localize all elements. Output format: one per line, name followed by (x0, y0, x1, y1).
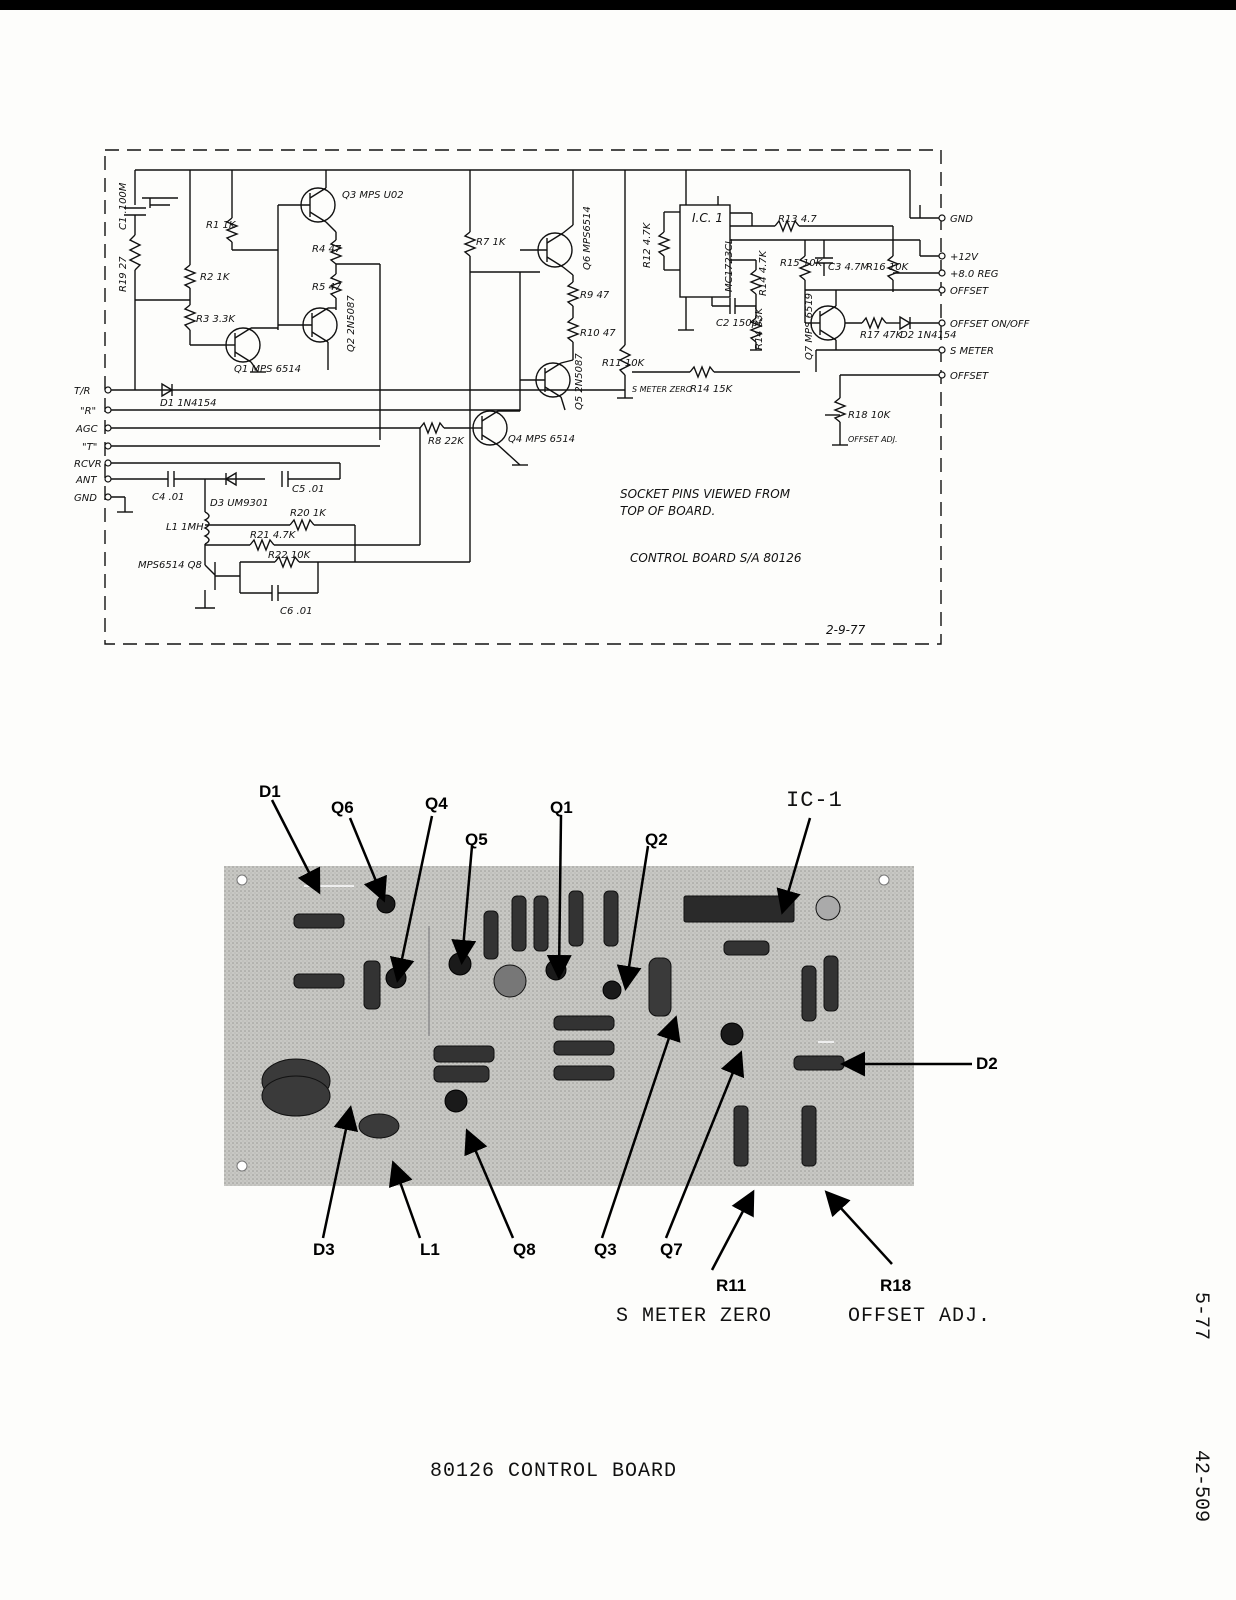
label-r18-note: OFFSET ADJ. (848, 435, 898, 444)
label-d1: D1 1N4154 (160, 398, 217, 409)
photo-q8 (444, 1089, 468, 1113)
callout-ic1: IC-1 (786, 788, 843, 813)
schematic-border (104, 149, 942, 645)
r11-caption: S METER ZERO (616, 1305, 773, 1328)
note-control-board: CONTROL BOARD S/A 80126 (630, 551, 802, 565)
terminal-offset-on-off: OFFSET ON/OFF (950, 319, 1030, 330)
callout-q8: Q8 (513, 1240, 536, 1259)
terminal-12v: +12V (950, 252, 979, 263)
label-r22: R22 10K (268, 550, 312, 561)
page-number: 5-77 (1189, 1292, 1212, 1341)
terminal-ant: ANT (75, 475, 97, 486)
label-q6: Q6 MPS6514 (582, 206, 593, 270)
callout-d1: D1 (259, 782, 281, 801)
callout-d2: D2 (976, 1054, 998, 1073)
terminal-gnd-left: GND (74, 493, 97, 504)
label-ic1-part: MC1723CL (724, 238, 735, 292)
label-c4: C4 .01 (152, 492, 184, 503)
terminal-offset-2: OFFSET (950, 371, 989, 382)
terminal-tr: T/R (74, 386, 90, 397)
callout-q7: Q7 (660, 1240, 683, 1259)
callout-q3: Q3 (594, 1240, 617, 1259)
callout-r18: R18 (880, 1276, 912, 1295)
label-r3: R3 3.3K (196, 314, 236, 325)
label-r17: R17 47K (860, 330, 904, 341)
callout-q2: Q2 (645, 830, 668, 849)
label-r9: R9 47 (580, 290, 610, 301)
terminal-r: "R" (80, 406, 96, 417)
label-r8: R8 22K (428, 436, 465, 447)
terminal-agc: AGC (75, 424, 98, 435)
label-r11: R11 10K (602, 358, 646, 369)
terminal-8v-reg: +8.0 REG (950, 269, 999, 280)
label-c1: C1 .100M (118, 182, 129, 230)
callout-q5: Q5 (465, 830, 488, 849)
note-top-of-board: TOP OF BOARD. (620, 504, 715, 518)
terminal-t: "T" (82, 442, 97, 453)
control-board-photo (224, 866, 914, 1186)
label-d3: D3 UM9301 (210, 498, 269, 509)
label-q1: Q1 MPS 6514 (234, 364, 301, 375)
label-c3: C3 4.7M (828, 262, 869, 273)
label-r14-33k: R14 33K (754, 306, 765, 350)
label-q2: Q2 2N5087 (346, 295, 357, 352)
label-r16: R16 10K (866, 262, 910, 273)
label-ic1: I.C. 1 (692, 211, 723, 225)
callout-l1: L1 (420, 1240, 440, 1259)
label-r19: R19 27 (118, 256, 129, 292)
schematic-date: 2-9-77 (826, 623, 866, 637)
label-r1: R1 1K (206, 220, 237, 231)
note-socket-pins: SOCKET PINS VIEWED FROM (620, 487, 791, 501)
label-r18: R18 10K (848, 410, 892, 421)
figure-caption: 80126 CONTROL BOARD (430, 1460, 678, 1483)
label-c5: C5 .01 (292, 484, 324, 495)
label-r13: R13 4.7 (778, 214, 817, 225)
label-r4: R4 47 (312, 244, 342, 255)
label-q5: Q5 2N5087 (574, 353, 585, 410)
terminal-gnd-right: GND (950, 214, 973, 225)
callout-q1: Q1 (550, 798, 573, 817)
label-r11-note: S METER ZERO (632, 385, 692, 394)
label-r7: R7 1K (476, 237, 507, 248)
callout-q6: Q6 (331, 798, 354, 817)
label-q4: Q4 MPS 6514 (508, 434, 575, 445)
label-r2: R2 1K (200, 272, 231, 283)
scan-top-border (0, 0, 1236, 10)
r18-caption: OFFSET ADJ. (848, 1305, 992, 1328)
label-c2: C2 150pf (716, 318, 763, 329)
label-q8: MPS6514 Q8 (138, 560, 202, 571)
callout-d3: D3 (313, 1240, 335, 1259)
label-r14-47k: R14 4.7K (758, 249, 769, 296)
label-q7: Q7 MPS 6519 (804, 293, 815, 360)
label-d2: D2 1N4154 (900, 330, 957, 341)
callout-q4: Q4 (425, 794, 448, 813)
label-l1: L1 1MH (166, 522, 204, 533)
label-r14-15k: R14 15K (690, 384, 734, 395)
label-r10: R10 47 (580, 328, 616, 339)
label-r15: R15 10K (780, 258, 824, 269)
terminal-s-meter: S METER (950, 346, 994, 357)
label-r5: R5 47 (312, 282, 342, 293)
label-r20: R20 1K (290, 508, 327, 519)
terminal-rcvr: RCVR (74, 459, 102, 470)
photo-l1 (358, 1113, 400, 1139)
document-number: 42-509 (1189, 1450, 1212, 1523)
schematic-diagram: T/R "R" AGC "T" RCVR ANT GND GND +12V +8… (74, 149, 1030, 645)
label-q3: Q3 MPS U02 (342, 190, 404, 201)
label-r12: R12 4.7K (642, 221, 653, 268)
callout-r11: R11 (716, 1276, 747, 1295)
label-r21: R21 4.7K (250, 530, 297, 541)
photo-q7 (720, 1022, 744, 1046)
terminal-offset: OFFSET (950, 286, 989, 297)
label-c6: C6 .01 (280, 606, 312, 617)
